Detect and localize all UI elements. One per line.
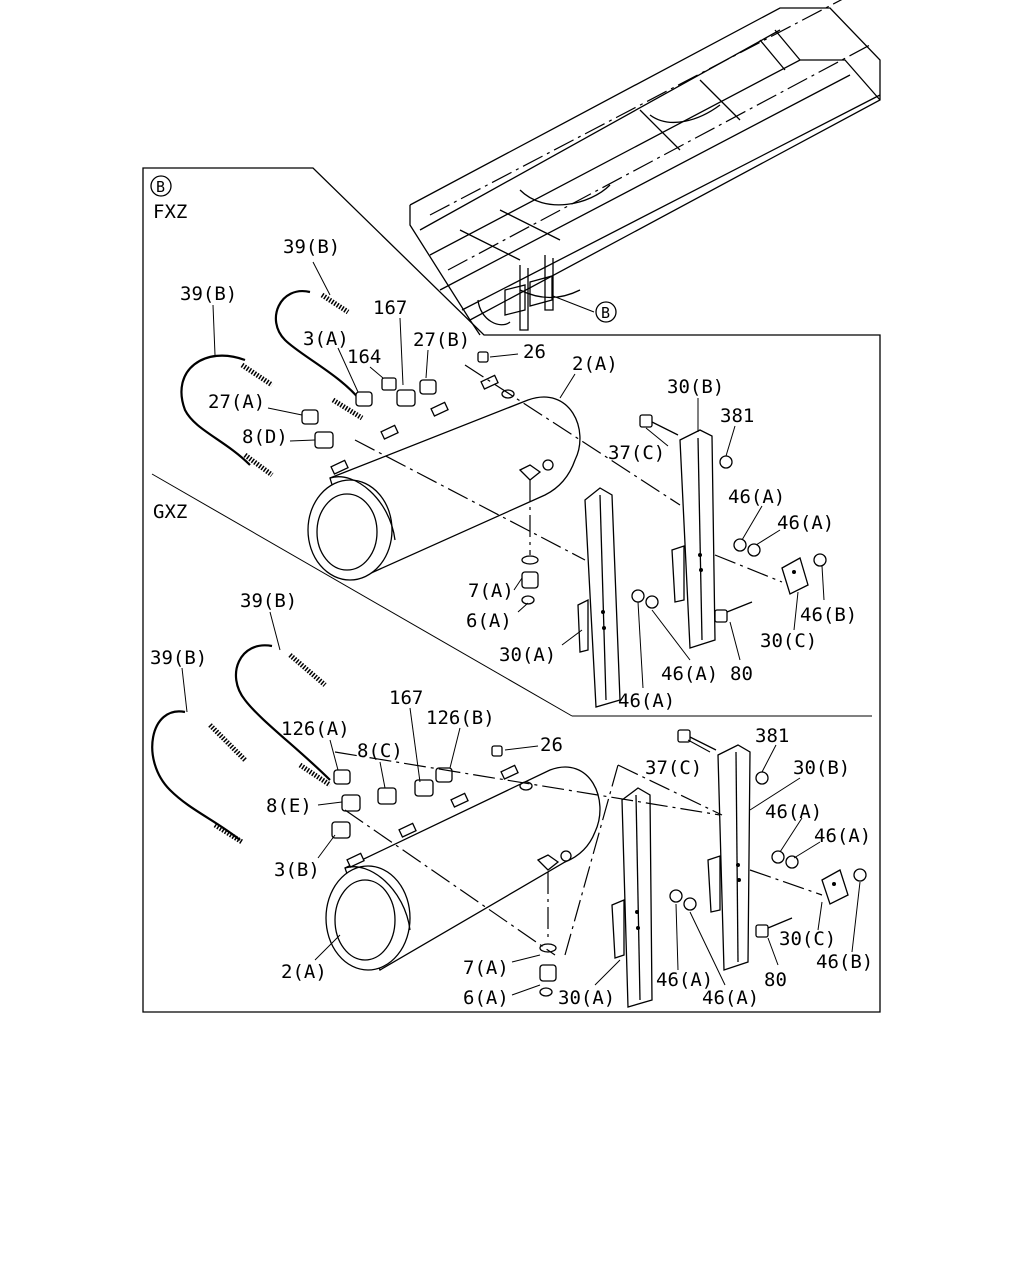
label-30c: 30(C) <box>779 928 836 950</box>
fxz-bracket-30a <box>577 487 621 708</box>
label-26: 26 <box>523 341 546 363</box>
gxz-hose-back <box>234 644 332 788</box>
gxz-drain-valve <box>539 872 557 997</box>
fxz-hose-front <box>180 354 274 478</box>
label-46a-2: 46(A) <box>814 825 871 847</box>
fxz-hardware <box>631 414 827 623</box>
label-46a-3: 46(A) <box>656 969 713 991</box>
label-7a: 7(A) <box>468 580 514 602</box>
label-39b-front: 39(B) <box>180 283 237 305</box>
label-46b: 46(B) <box>800 604 857 626</box>
gxz-plate-30c <box>821 869 849 905</box>
label-167: 167 <box>389 687 423 709</box>
fxz-air-tank <box>307 374 581 581</box>
label-39b-back: 39(B) <box>283 236 340 258</box>
gxz-hose-front <box>151 710 247 845</box>
label-46a-1: 46(A) <box>765 801 822 823</box>
label-39b-front: 39(B) <box>150 647 207 669</box>
section-divider <box>151 473 573 717</box>
label-7a: 7(A) <box>463 957 509 979</box>
label-8c: 8(C) <box>357 740 403 762</box>
label-30b: 30(B) <box>793 757 850 779</box>
label-37c: 37(C) <box>608 442 665 464</box>
gxz-bracket-30a <box>611 787 653 1008</box>
fxz-drain-valve <box>521 480 539 605</box>
gxz-air-tank <box>325 764 601 971</box>
detail-border <box>142 167 881 1013</box>
label-27a: 27(A) <box>208 391 265 413</box>
label-8e: 8(E) <box>266 795 312 817</box>
label-46a-3: 46(A) <box>618 690 675 712</box>
label-2a: 2(A) <box>281 961 327 983</box>
label-164: 164 <box>347 346 381 368</box>
fxz-plate-30c <box>781 557 809 595</box>
gxz-labels: 39(B) 39(B) 167 126(A) 126(B) 26 8(C) 8(… <box>150 590 873 1009</box>
label-26: 26 <box>540 734 563 756</box>
label-80: 80 <box>764 969 787 991</box>
label-39b-back: 39(B) <box>240 590 297 612</box>
label-126a: 126(A) <box>281 718 350 740</box>
section-label-gxz: GXZ <box>153 501 187 523</box>
label-2a: 2(A) <box>572 353 618 375</box>
label-126b: 126(B) <box>426 707 495 729</box>
fxz-labels: 39(B) 39(B) 167 3(A) 164 27(B) 26 2(A) 2… <box>180 236 857 712</box>
label-46a-4: 46(A) <box>702 987 759 1009</box>
gxz-bracket-30b <box>707 744 751 971</box>
chassis-frame: B <box>409 0 881 336</box>
label-46a-2: 46(A) <box>777 512 834 534</box>
top-callout-marker <box>595 301 617 323</box>
label-46a-4: 46(A) <box>661 663 718 685</box>
label-30c: 30(C) <box>760 630 817 652</box>
gxz-hardware <box>669 729 867 938</box>
fxz-fittings <box>301 351 489 449</box>
section-label-fxz: FXZ <box>153 201 187 223</box>
label-80: 80 <box>730 663 753 685</box>
gxz-assembly <box>151 611 867 1008</box>
label-30b: 30(B) <box>667 376 724 398</box>
label-3a: 3(A) <box>303 328 349 350</box>
fxz-bracket-30b <box>671 429 716 649</box>
label-167: 167 <box>373 297 407 319</box>
label-30a: 30(A) <box>558 987 615 1009</box>
detail-marker-letter: B <box>156 178 165 196</box>
label-6a: 6(A) <box>463 987 509 1009</box>
label-37c: 37(C) <box>645 757 702 779</box>
label-8d: 8(D) <box>242 426 288 448</box>
label-30a: 30(A) <box>499 644 556 666</box>
label-46b: 46(B) <box>816 951 873 973</box>
label-381: 381 <box>755 725 789 747</box>
top-callout-letter: B <box>601 304 610 322</box>
gxz-fittings <box>331 745 503 839</box>
fxz-hose-back <box>274 290 364 421</box>
label-46a-1: 46(A) <box>728 486 785 508</box>
label-6a: 6(A) <box>466 610 512 632</box>
detail-marker-circle <box>150 175 172 197</box>
fxz-assembly <box>180 261 827 708</box>
label-3b: 3(B) <box>274 859 320 881</box>
label-27b: 27(B) <box>413 329 470 351</box>
label-381: 381 <box>720 405 754 427</box>
